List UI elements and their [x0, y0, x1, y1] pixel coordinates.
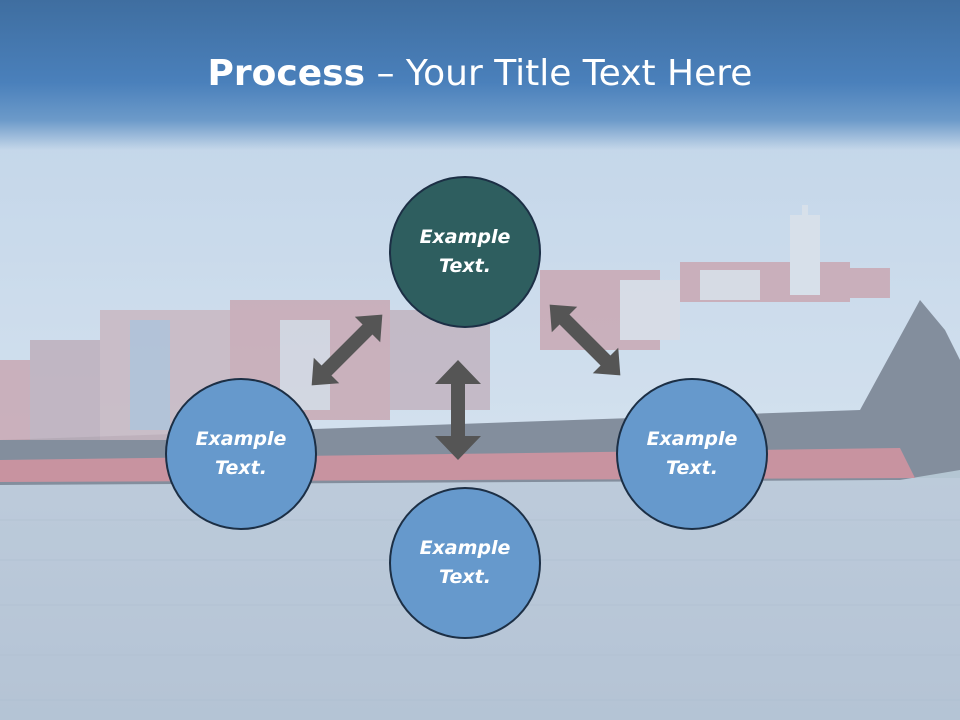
ship-bridge — [790, 215, 820, 295]
double-arrow-upper-right — [549, 304, 621, 376]
slide-title: Process – Your Title Text Here — [0, 52, 960, 96]
node-right-line2: Text. — [666, 457, 718, 479]
node-left-line2: Text. — [215, 457, 267, 479]
double-arrow-vertical — [435, 360, 481, 460]
node-bottom-line1: Example — [419, 537, 511, 559]
title-rest: – Your Title Text Here — [365, 53, 753, 94]
node-top-line1: Example — [419, 226, 511, 248]
double-arrow-upper-left — [311, 314, 383, 386]
node-right-line1: Example — [646, 428, 738, 450]
title-bold: Process — [207, 53, 366, 94]
node-top-line2: Text. — [439, 255, 491, 277]
node-left-line1: Example — [195, 428, 287, 450]
node-bottom-line2: Text. — [439, 566, 491, 588]
title-band — [0, 0, 960, 150]
